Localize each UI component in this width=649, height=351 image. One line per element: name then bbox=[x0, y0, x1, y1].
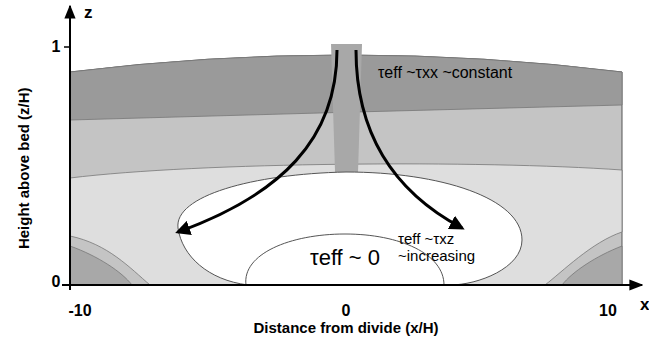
stress-note: τeff ~ 0 bbox=[310, 246, 380, 270]
tick-label: 1 bbox=[52, 38, 61, 56]
axis-name: z bbox=[84, 4, 93, 23]
stress-note: τeff ~τxx ~constant bbox=[378, 64, 512, 82]
axis-title: Distance from divide (x/H) bbox=[253, 320, 438, 337]
stress-note: τeff ~τxz ~increasing bbox=[398, 231, 494, 264]
axis-name: x bbox=[640, 296, 649, 315]
tick-label: -10 bbox=[68, 302, 91, 320]
tick-label: 10 bbox=[599, 302, 617, 320]
tick-label: 0 bbox=[342, 302, 351, 320]
tick-label: 0 bbox=[52, 273, 61, 291]
axis-title: Height above bed (z/H) bbox=[16, 87, 33, 249]
